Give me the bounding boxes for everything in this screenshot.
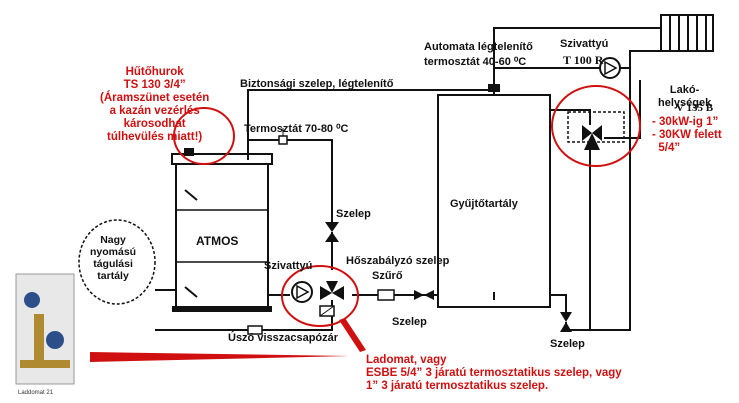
- photo-caption: Laddomat 21: [18, 390, 54, 396]
- float-check-valve-label: Úszó visszacsapózár: [228, 332, 339, 344]
- v135b-label: V 135 B: [676, 102, 714, 114]
- expansion-tank-label: Nagy nyomású tágulási tartály: [90, 234, 137, 282]
- pump-top-label: Szivattyú: [560, 38, 609, 50]
- boiler-thermostat-label: Termosztát 70-80 ⁰C: [244, 123, 349, 135]
- float-check-valve: [247, 325, 263, 335]
- valve-szelep-bottom-middle: [414, 290, 434, 300]
- laddomat-photo: [15, 273, 75, 385]
- thermo-valve-label: Hőszabályzó szelep: [346, 255, 450, 267]
- thermostat-top-label: termosztát 40-60 ⁰C: [424, 56, 527, 68]
- valve-szelep-right: [560, 312, 572, 332]
- v135b-notes: - 30kW-ig 1” - 30KW felett 5/4”: [652, 116, 722, 154]
- automatic-air-vent-label: Automata légtelenítő: [424, 41, 533, 53]
- ladomat-label: Ladomat, vagy ESBE 5/4” 3 járatú termosz…: [366, 354, 622, 392]
- air-vent: [488, 84, 500, 92]
- pump-left-label: Szivattyú: [264, 260, 313, 272]
- filter-label: Szűrő: [372, 270, 403, 282]
- filter: [377, 289, 395, 301]
- valve-label-right: Szelep: [550, 338, 585, 350]
- thermostatic-valve-left: [319, 281, 344, 317]
- pump-top-right: [599, 57, 621, 79]
- red-highlights: [90, 85, 641, 362]
- safety-valve-label: Biztonsági szelep, légtelenítő: [240, 78, 394, 90]
- t100r-label: T 100 R: [563, 53, 604, 67]
- thermostat-sensor: [278, 135, 288, 145]
- atmos-label: ATMOS: [196, 234, 239, 248]
- pipes: [155, 27, 661, 331]
- valve-label-bottom: Szelep: [392, 316, 427, 328]
- atmos-boiler: [171, 148, 273, 312]
- valve-label-upper: Szelep: [336, 208, 371, 220]
- collection-tank-label: Gyűjtőtartály: [450, 198, 518, 210]
- radiator: [660, 14, 714, 52]
- cooling-loop-label: Hűtőhurok TS 130 3/4” (Áramszünet esetén…: [100, 66, 210, 143]
- pump-left: [291, 281, 313, 303]
- expansion-tank: [78, 219, 176, 305]
- valve-szelep-vertical: [325, 222, 339, 242]
- living-spaces-label: Lakó- helységek: [658, 84, 712, 109]
- three-way-valve-right: [567, 111, 625, 150]
